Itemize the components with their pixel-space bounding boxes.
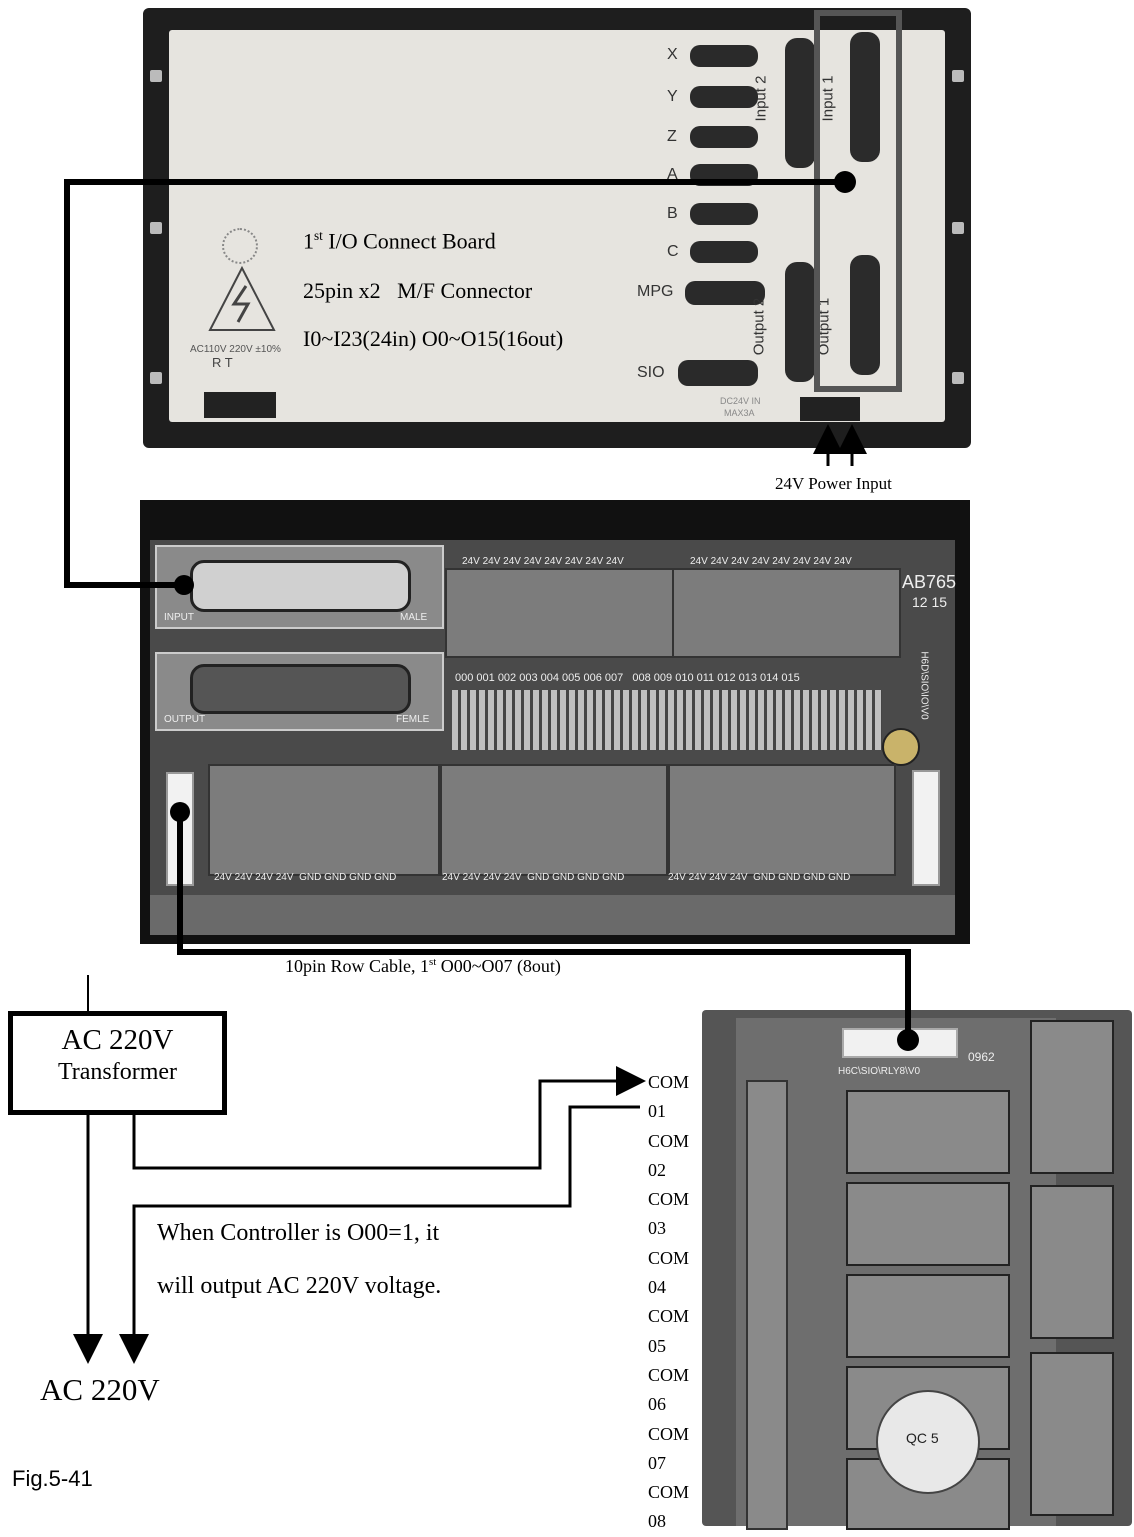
input-cable-dot-top: [834, 171, 856, 193]
row-cable-dot-io: [170, 802, 190, 822]
transformer-to-com-wire: [134, 1081, 640, 1168]
row-cable-wire: [180, 812, 908, 1040]
row-cable-dot-relay: [897, 1029, 919, 1051]
input-cable-dot-board: [174, 575, 194, 595]
terminal01-to-output-wire: [134, 1107, 640, 1358]
input-cable-wire: [67, 182, 845, 585]
